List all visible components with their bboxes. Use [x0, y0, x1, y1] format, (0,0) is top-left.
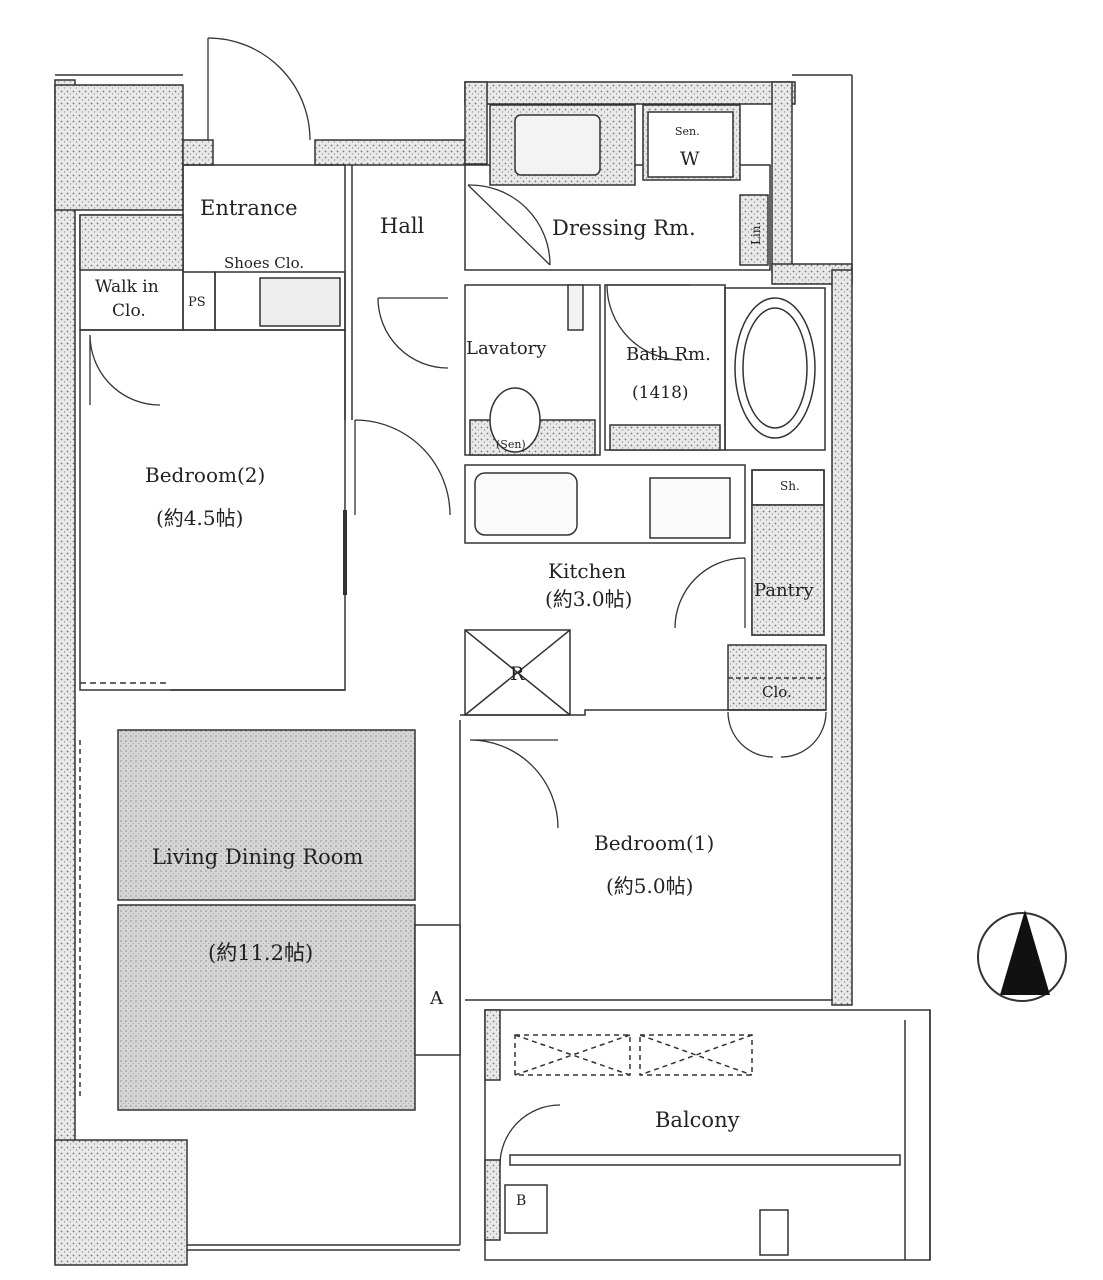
- label-entrance: Entrance: [200, 196, 298, 220]
- label-pantry: Pantry: [754, 580, 814, 601]
- wall-top-hall: [314, 139, 466, 166]
- label-lavatory: Lavatory: [466, 338, 547, 359]
- label-bedroom2: Bedroom(2): [145, 463, 265, 487]
- column-bottom-left: [54, 1139, 188, 1266]
- wall-right: [831, 269, 853, 1006]
- label-walk-in-2: Clo.: [112, 301, 146, 321]
- doors: [89, 37, 827, 1166]
- north-arrow-icon: [977, 910, 1067, 1002]
- label-bath-size: (1418): [632, 383, 689, 403]
- interior-walls: [79, 104, 931, 1261]
- label-bath: Bath Rm.: [626, 344, 711, 365]
- label-closet: Clo.: [762, 683, 792, 701]
- label-bedroom2-size: (約4.5帖): [156, 506, 243, 530]
- label-living-size: (約11.2帖): [208, 941, 313, 965]
- label-balcony: Balcony: [655, 1108, 740, 1132]
- label-shelf: Sh.: [780, 479, 800, 493]
- label-washer: W: [680, 148, 700, 170]
- label-kitchen-size: (約3.0帖): [545, 587, 632, 611]
- label-bedroom1-size: (約5.0帖): [606, 874, 693, 898]
- wall-top-entrance: [182, 139, 214, 166]
- label-shoes-closet: Shoes Clo.: [224, 254, 304, 272]
- label-ps: PS: [188, 295, 206, 310]
- label-aircon: A: [429, 988, 444, 1009]
- label-kitchen: Kitchen: [548, 559, 626, 583]
- column-top-left: [54, 84, 184, 211]
- wall-left: [54, 79, 76, 1261]
- label-box: B: [516, 1193, 526, 1209]
- wall-bath-right: [771, 81, 793, 273]
- label-dressing: Dressing Rm.: [552, 216, 696, 240]
- label-refrigerator: R: [510, 663, 525, 685]
- wall-bath-left: [464, 81, 488, 165]
- label-linen: Lin.: [749, 222, 763, 245]
- label-bedroom1: Bedroom(1): [594, 831, 714, 855]
- wall-top-bath: [464, 81, 796, 105]
- label-sensor-ws: Sen.: [675, 125, 700, 138]
- label-hall: Hall: [380, 214, 425, 238]
- label-walk-in-1: Walk in: [95, 277, 159, 297]
- label-living: Living Dining Room: [152, 845, 363, 869]
- label-sensor-lav: (Sen): [496, 438, 526, 451]
- walls: [54, 74, 853, 1266]
